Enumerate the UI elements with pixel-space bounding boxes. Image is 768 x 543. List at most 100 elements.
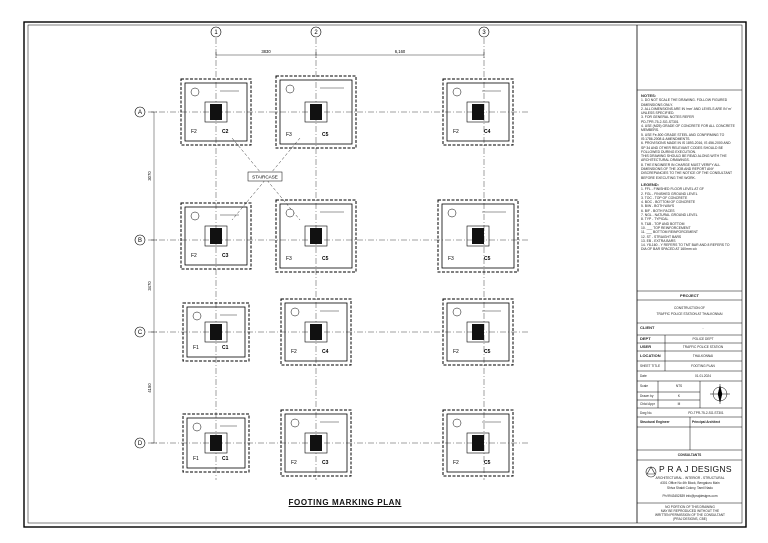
- column-mark: C2: [222, 129, 229, 135]
- note-line: 6. PROVISIONS MADE IN IS 1893-2016, IS 4…: [641, 141, 731, 146]
- column-section: [310, 104, 322, 120]
- pedestal: [466, 101, 490, 123]
- legend-line: 12. ST - STRAIGHT BARS: [641, 234, 682, 239]
- north-arrow-icon: [710, 384, 730, 404]
- note-line: DIMENSIONS OF THE JOB AND REPORT ANY: [641, 167, 714, 172]
- footing-outline: [442, 409, 514, 477]
- footing-pad: [446, 302, 510, 362]
- footing-outline: [280, 298, 352, 366]
- project-label: PROJECT: [680, 293, 699, 298]
- pedestal: [204, 225, 228, 247]
- note-line: ARCHITECTURAL DRAWINGS.: [641, 158, 690, 163]
- location-label: LOCATION: [640, 353, 661, 358]
- footing-tag-bubble: [452, 418, 462, 428]
- staircase-label-box: [247, 171, 283, 182]
- user-value: TRAFFIC POLICE STATION: [682, 345, 724, 349]
- footing-outline: [442, 78, 514, 146]
- column-section: [210, 104, 222, 120]
- firm-address-2: Shiva Shakti Colony, Tamil Nadu: [667, 486, 713, 490]
- footing-outline: [280, 409, 352, 477]
- note-line: 3. FOR GENERAL NOTES REFER: [641, 115, 695, 120]
- footing-outline: [180, 202, 252, 270]
- column-section: [310, 324, 322, 340]
- legend-line: 7. NGL - NATURAL GROUND LEVEL: [641, 213, 698, 218]
- note-line: THIS DRAWING SHOULD BE READ ALONG WITH T…: [641, 154, 727, 159]
- pedestal: [304, 225, 328, 247]
- scale-value: NTS: [675, 384, 683, 388]
- note-line: 2. ALL DIMENSIONS ARE IN 'mm' AND LEVELS…: [641, 106, 732, 111]
- legend-line: 4. BOC - BOTTOM OF CONCRETE: [641, 200, 696, 205]
- note-line: UNLESS SPECIFIED.: [641, 111, 675, 116]
- column-section: [472, 435, 484, 451]
- footing-tag-bubble: [452, 307, 462, 317]
- note-line: DISCREPANCIES TO THE NOTICE OF THE CONSU…: [641, 171, 733, 176]
- legend-line: 9. T&B - TOP AND BOTTOM: [641, 221, 685, 226]
- dept-value: POLICE DEPT: [692, 337, 714, 341]
- legend-line: 6. B/F - BOTH FACES: [641, 208, 675, 213]
- project-name-line-1: CONSTRUCTION OF: [674, 306, 705, 310]
- pedestal: [204, 432, 228, 454]
- footing: F2 C5: [442, 409, 514, 477]
- column-mark: C3: [222, 253, 229, 259]
- dept-label: DEPT: [640, 336, 651, 341]
- column-mark: C4: [322, 349, 329, 355]
- footing-pad: [184, 82, 248, 142]
- footing-pad: [279, 79, 353, 145]
- location-value: THALKONNAI: [692, 354, 714, 358]
- date-label: Date: [640, 374, 647, 378]
- footing-mark: F3: [448, 256, 454, 262]
- grid-label-D: D: [138, 441, 143, 447]
- footing-tag-bubble: [452, 87, 462, 97]
- firm-name: P R A J DESIGNS: [659, 464, 732, 474]
- firm-address-1: #301 Office No 4th Block, Bengaluru Main: [660, 481, 720, 485]
- column-section: [210, 435, 222, 451]
- legend-heading: LEGEND:: [641, 182, 659, 187]
- pedestal: [466, 432, 490, 454]
- drawn-by-label: Drawn by: [640, 394, 654, 398]
- footing-tag-bubble: [190, 87, 200, 97]
- sheet-title-label: SHEET TITLE: [640, 364, 661, 368]
- legend-line: 2. FGL - FINISHED GROUND LEVEL: [641, 191, 698, 196]
- footing-outline: [180, 78, 252, 146]
- footing-outline: [275, 199, 357, 273]
- grid-label-A: A: [138, 110, 142, 116]
- date-value: 01.01.2024: [695, 374, 711, 378]
- column-section: [310, 435, 322, 451]
- grid-label-2: 2: [314, 30, 318, 36]
- client-label: CLIENT: [640, 325, 655, 330]
- footer-line-1: NO PORTION OF THIS DRAWING: [665, 505, 715, 509]
- drawn-by-value: K: [677, 394, 681, 398]
- pedestal: [466, 321, 490, 343]
- pedestal: [304, 321, 328, 343]
- note-line: 1. DO NOT SCALE THE DRAWING. FOLLOW FIGU…: [641, 98, 728, 103]
- dim-C-D: 4150: [147, 383, 152, 393]
- footer-line-3: WRITTEN PERMISSION OF THE CONSULTANT: [655, 513, 725, 517]
- footing-mark: F2: [453, 460, 459, 466]
- pedestal: [304, 101, 328, 123]
- note-line: MEMBERS.: [641, 128, 660, 133]
- footing-outline: [182, 413, 250, 473]
- dim-A-B: 3070: [147, 171, 152, 181]
- column-mark: C5: [322, 132, 329, 138]
- checked-label: Chkd Appr: [640, 402, 655, 406]
- legend-line: 13. EB - EXTRA BARS: [641, 238, 676, 243]
- legend-line: 10. ___ TOP REINFORCEMENT: [641, 225, 691, 230]
- footing-mark: F2: [191, 253, 197, 259]
- footing-mark: F3: [286, 132, 292, 138]
- dim-1-2: 3830: [261, 49, 271, 54]
- inner-border: [27, 24, 743, 524]
- note-line: IS:1786-2008 & AMENDMENTS.: [641, 136, 691, 141]
- note-line: 5. USE Fe-500 GRADE STEEL AND CONFIRMING…: [641, 132, 725, 137]
- column-mark: C5: [484, 460, 491, 466]
- pedestal: [204, 321, 228, 343]
- grid-label-3: 3: [482, 30, 486, 36]
- footing-mark: F2: [453, 129, 459, 135]
- drawing-title: FOOTING MARKING PLAN: [288, 498, 402, 507]
- footing-outline: [437, 199, 519, 273]
- footing-tag-bubble: [290, 418, 300, 428]
- note-line: PD-TPR-75-2-SG-ST301: [641, 119, 679, 124]
- structural-engineer-sign: Structural Engineer: [640, 420, 670, 424]
- column-section: [310, 228, 322, 244]
